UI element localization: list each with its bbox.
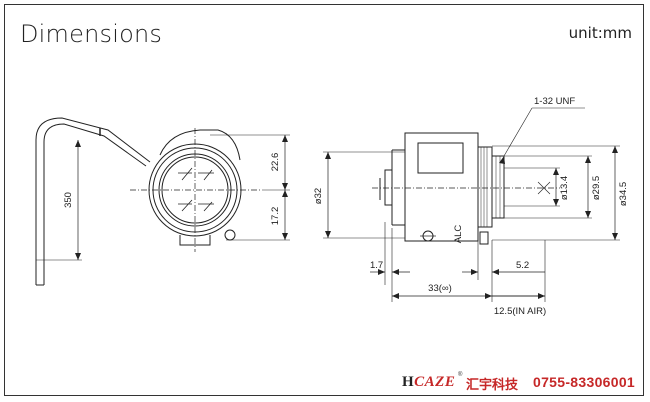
side-view — [323, 107, 620, 302]
company-name: 汇宇科技 — [466, 378, 519, 393]
dim-back-focus: 12.5(IN AIR) — [494, 306, 546, 317]
cable-inner — [43, 123, 147, 285]
dim-mount-diameter: ø29.5 — [591, 176, 602, 200]
thread-leader — [503, 107, 533, 157]
brand-accent: CAZE — [414, 374, 456, 390]
dim-body-diameter: ø32 — [313, 188, 324, 204]
dim-offset-left: 1.7 — [370, 260, 383, 271]
front-outer-ring — [148, 143, 242, 237]
dim-thread: 1-32 UNF — [534, 96, 575, 107]
registered-mark: ® — [458, 372, 463, 378]
alc-label: ALC — [453, 225, 464, 244]
unit-label: unit:mm — [568, 24, 632, 42]
front-bottom-boss — [179, 235, 211, 246]
front-view — [35, 117, 290, 286]
dim-length: 33(∞) — [428, 283, 452, 294]
brand-logo: HCAZE — [402, 374, 455, 391]
phone-number: 0755-83306001 — [533, 374, 635, 390]
side-mount — [477, 146, 493, 228]
dim-front-lower: 17.2 — [270, 207, 281, 226]
arrowheads — [75, 135, 618, 299]
dim-front-upper: 22.6 — [270, 153, 281, 172]
page-title: Dimensions — [20, 20, 163, 48]
side-top-window — [417, 142, 464, 174]
alc-knob — [479, 231, 489, 245]
dim-cable-length: 350 — [63, 192, 74, 208]
dim-outer-diameter: ø34.5 — [618, 182, 629, 206]
cable-outer — [35, 117, 151, 285]
side-thread — [491, 155, 505, 219]
dim-offset-right: 5.2 — [516, 260, 529, 271]
drawing-frame — [4, 4, 644, 396]
side-body — [404, 132, 479, 242]
front-top-housing — [159, 129, 241, 161]
brand-prefix: H — [402, 374, 415, 390]
dim-inner-diameter: ø13.4 — [559, 176, 570, 200]
